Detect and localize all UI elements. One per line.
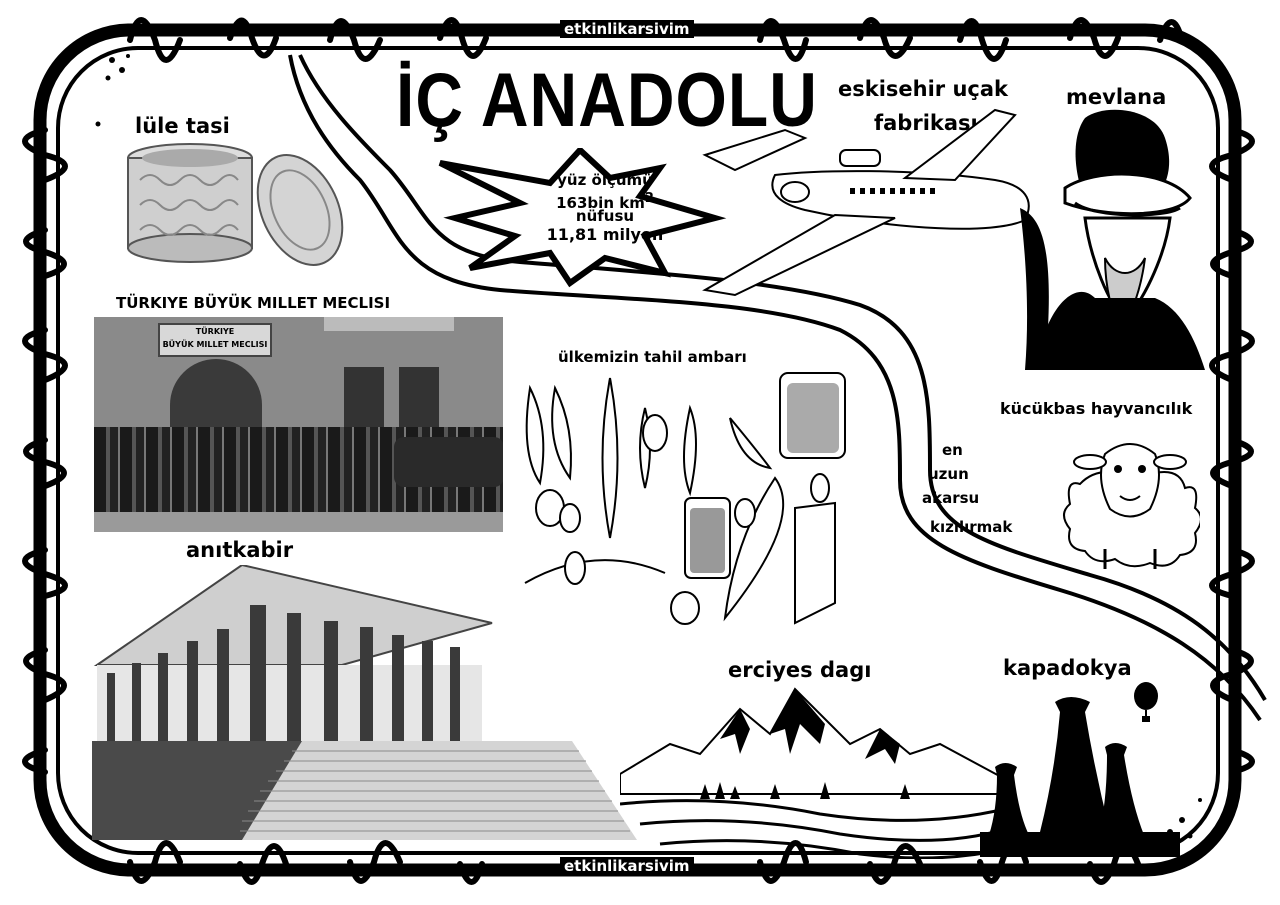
erciyes-label: erciyes dagı (728, 658, 872, 682)
starburst-icon (438, 148, 727, 288)
tbmm-photo: TÜRKIYE BÜYÜK MILLET MECLISI (94, 317, 503, 532)
eskisehir-label-line-1: eskisehir uçak (838, 77, 1008, 101)
population-label: nüfusu (575, 207, 635, 225)
anitkabir-label: anıtkabir (186, 538, 294, 562)
grains-image (524, 372, 846, 625)
tbmm-sign-line-1: TÜRKIYE (195, 327, 235, 336)
kapadokya-image (980, 682, 1180, 857)
kapadokya-label: kapadokya (1003, 656, 1132, 680)
river-line-1: en (942, 441, 963, 459)
area-superscript: 2 (644, 191, 654, 206)
erciyes-mountain-image (620, 687, 1005, 859)
airplane-image (702, 108, 1030, 297)
lule-tasi-label: lüle tasi (135, 114, 230, 138)
river-line-3: akarsu (922, 489, 980, 507)
area-value: 163bin km2 (556, 191, 654, 212)
tahil-label: ülkemizin tahil ambarı (558, 348, 747, 366)
river-line-4: kızılırmak (930, 518, 1013, 536)
river-line-2: uzun (928, 465, 969, 483)
page-title: İÇ ANADOLU (396, 57, 818, 143)
eskisehir-label-line-2: fabrikası (874, 111, 978, 135)
watermark-top: etkinlikarsivim (560, 20, 694, 38)
tbmm-sign-line-2: BÜYÜK MILLET MECLISI (162, 340, 268, 349)
anitkabir-image (92, 565, 637, 840)
area-label: yüz ölçümü (557, 171, 653, 189)
tbmm-sign: TÜRKIYE BÜYÜK MILLET MECLISI (158, 323, 272, 357)
watermark-bottom: etkinlikarsivim (560, 857, 694, 875)
kucukbas-label: kücükbas hayvancılık (1000, 399, 1193, 418)
lule-tasi-image (127, 143, 344, 266)
tbmm-label: TÜRKIYE BÜYÜK MILLET MECLISI (116, 294, 391, 312)
sheep-image (1063, 443, 1200, 569)
mevlana-image (1020, 109, 1205, 370)
mevlana-label: mevlana (1066, 85, 1167, 109)
population-value: 11,81 milyon (546, 225, 664, 244)
